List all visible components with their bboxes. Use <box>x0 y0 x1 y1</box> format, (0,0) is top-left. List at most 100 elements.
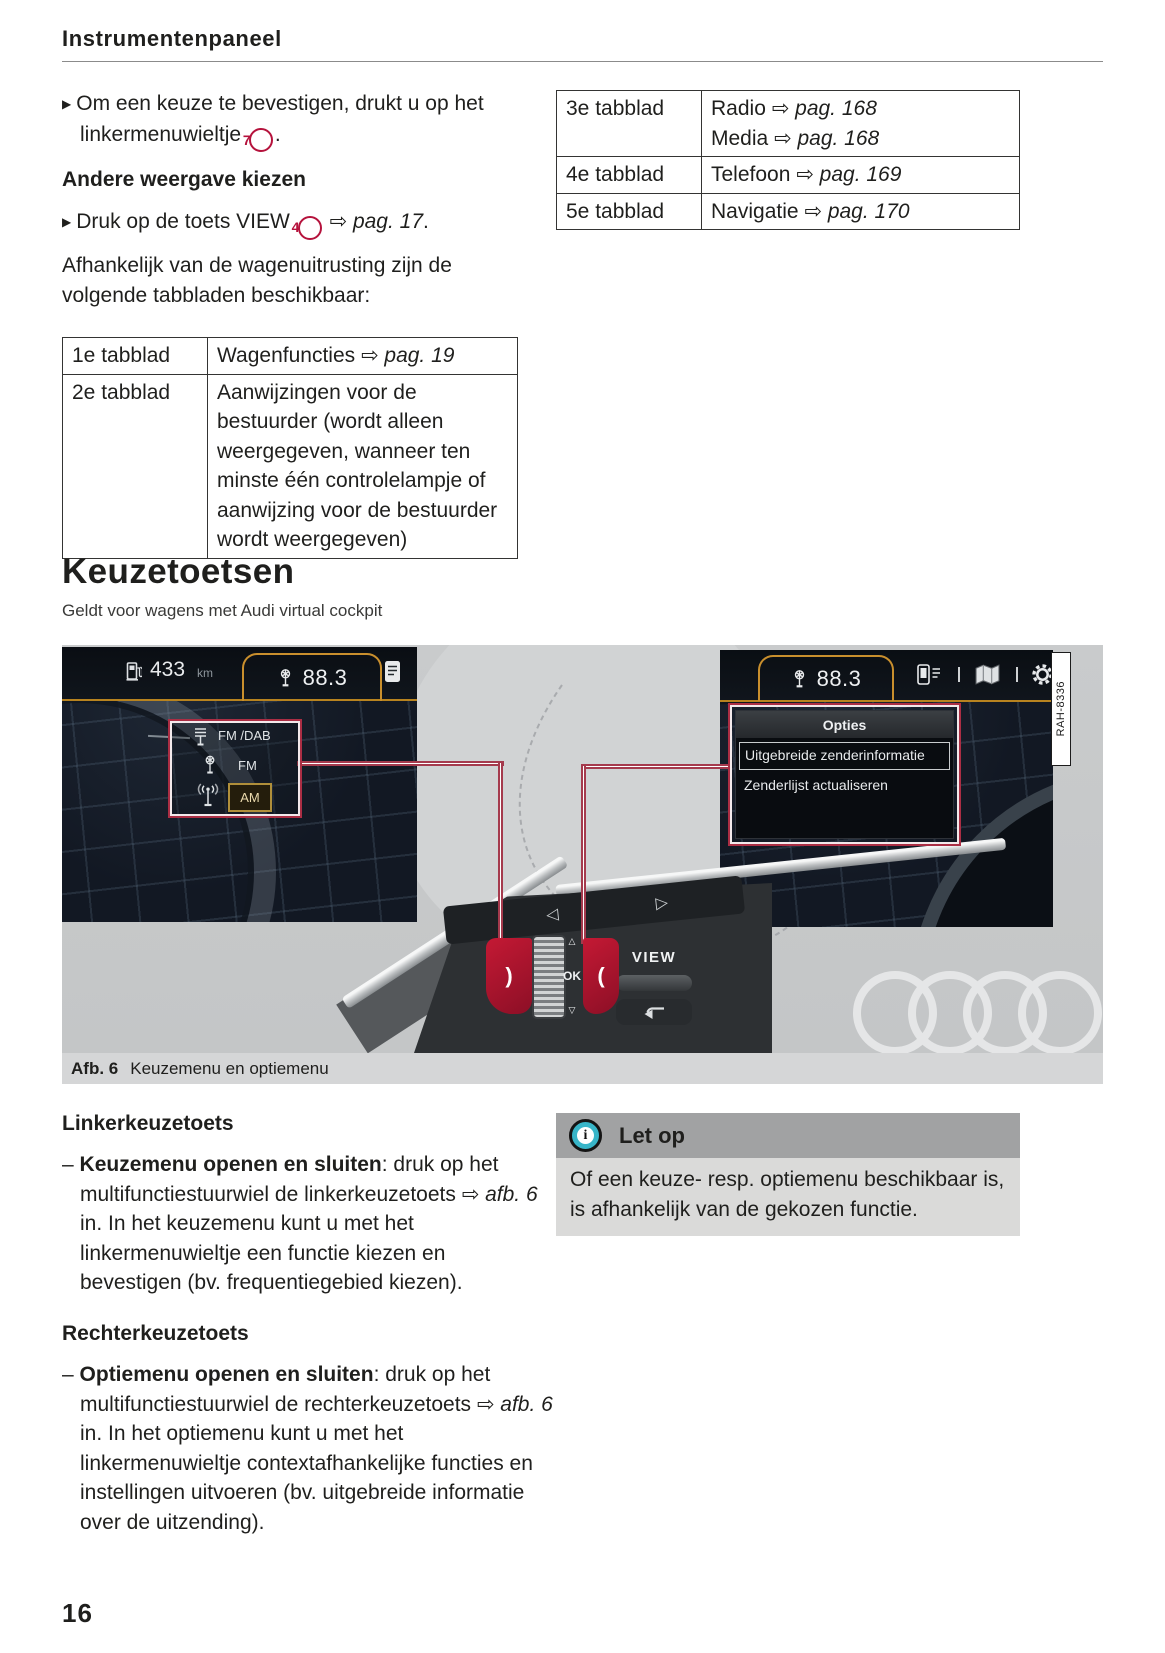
band-menu-callout: FM /DAB FM AM <box>168 719 302 818</box>
right-cluster-screen: 88.3 <box>720 650 1053 927</box>
left-menu-scroll-wheel <box>532 935 566 1019</box>
tab-content-cell: Navigatie ⇨ pag. 170 <box>701 192 1020 230</box>
paragraph-text: Om een keuze te bevestigen, drukt u op h… <box>76 92 484 146</box>
term-bold: Optiemenu openen en sluiten <box>79 1363 374 1386</box>
cell-text: Telefoon <box>711 163 797 186</box>
radio-tab-active: 88.3 <box>758 655 894 701</box>
bullet-icon: ▶ <box>62 215 72 229</box>
callout-connector <box>498 761 503 943</box>
section-subtitle: Geldt voor wagens met Audi virtual cockp… <box>62 601 383 620</box>
section-title: Keuzetoetsen <box>62 552 295 591</box>
page-title: Instrumentenpaneel <box>62 26 282 51</box>
dash-marker: – <box>62 1153 74 1176</box>
info-icon-glyph: i <box>577 1127 594 1144</box>
radio-tab-active: 88.3 <box>242 653 382 701</box>
band-option-am: AM <box>240 790 260 805</box>
tab-label-cell: 1e tabblad <box>62 337 208 375</box>
image-id-strip: RAH-8336 <box>1051 652 1071 766</box>
key-mark: ( <box>597 963 605 988</box>
map-icon <box>975 664 1000 685</box>
view-button-label: VIEW <box>631 949 677 966</box>
am-broadcast-icon <box>197 783 219 807</box>
term-bold: Keuzemenu openen en sluiten <box>79 1153 382 1176</box>
caption-label: Afb. 6 <box>71 1058 119 1078</box>
cell-line: Media ⇨ pag. 168 <box>711 124 1010 154</box>
callout-ref-4: 4 <box>292 215 322 240</box>
note-box: i Let op Of een keuze- resp. optiemenu b… <box>556 1113 1020 1236</box>
paragraph-confirm-choice: ▶ Om een keuze te bevestigen, drukt u op … <box>62 89 542 153</box>
ok-label: OK <box>563 969 581 983</box>
table-row: 2e tabblad Aanwijzingen voor de bestuurd… <box>62 373 518 559</box>
option-item-selected: Uitgebreide zenderinformatie <box>739 742 950 770</box>
tab-label-cell: 4e tabblad <box>556 156 702 194</box>
tab-label-cell: 2e tabblad <box>62 373 208 559</box>
bullet-icon: ▶ <box>62 97 72 111</box>
paragraph-view-key: ▶ Druk op de toets VIEW 4 ⇨ pag. 17. <box>62 207 550 240</box>
info-icon: i <box>569 1119 602 1152</box>
frequency-value: 88.3 <box>816 666 862 691</box>
table-row: 1e tabblad Wagenfuncties ⇨ pag. 19 <box>62 337 518 375</box>
subheading-left-key: Linkerkeuzetoets <box>62 1112 234 1135</box>
options-menu-title: Opties <box>736 711 953 738</box>
note-body: Of een keuze- resp. optiemenu beschikbaa… <box>556 1158 1020 1236</box>
callout-connector <box>581 764 586 944</box>
back-button <box>616 999 692 1025</box>
cluster-status-bar: 433 km 88.3 <box>62 647 417 701</box>
down-triangle-icon: ▽ <box>568 1005 576 1015</box>
separator <box>1016 667 1018 682</box>
paragraph-text: : druk op het multifunctiestuurwiel de r… <box>80 1363 491 1416</box>
tab-overview-table-2: 3e tabblad Radio ⇨ pag. 168 Media ⇨ pag.… <box>556 90 1020 230</box>
band-option-fmdab: FM /DAB <box>218 728 271 743</box>
dash-marker: – <box>62 1363 74 1386</box>
ok-control: △ OK ▽ <box>562 936 582 1016</box>
antenna-icon <box>205 755 215 774</box>
paragraph-text: in. In het keuzemenu kunt u met het link… <box>80 1212 463 1294</box>
cell-text: Navigatie <box>711 199 805 223</box>
band-option-am-selected: AM <box>228 783 272 812</box>
cell-line: Radio ⇨ pag. 168 <box>711 94 1010 124</box>
frequency-value: 88.3 <box>302 665 348 690</box>
paragraph-right-key: – Optiemenu openen en sluiten: druk op h… <box>62 1360 558 1537</box>
figure-reference: ⇨ afb. 6 <box>476 1392 553 1416</box>
seek-right-icon: ▷ <box>654 894 669 913</box>
callout-connector <box>297 761 504 766</box>
table-row: 4e tabblad Telefoon ⇨ pag. 169 <box>556 156 1020 194</box>
paragraph-left-key: – Keuzemenu openen en sluiten: druk op h… <box>62 1150 550 1298</box>
image-id: RAH-8336 <box>1055 681 1067 737</box>
band-option-fm: FM <box>238 758 257 773</box>
page-reference: ⇨ pag. 17 <box>329 210 424 233</box>
media-device-icon <box>917 664 940 685</box>
paragraph-tabs-intro: Afhankelijk van de wagenuitrusting zijn … <box>62 254 452 307</box>
figure-keuzemenu: 433 km 88.3 <box>62 645 1103 1053</box>
tab-content-cell: Radio ⇨ pag. 168 Media ⇨ pag. 168 <box>701 90 1020 157</box>
left-cluster-screen: 433 km 88.3 <box>62 647 417 922</box>
gear-icon <box>1032 664 1053 685</box>
page-reference: ⇨ pag. 19 <box>360 344 455 367</box>
page-reference: ⇨ pag. 168 <box>774 126 880 150</box>
table-row: 5e tabblad Navigatie ⇨ pag. 170 <box>556 192 1020 230</box>
paragraph-text: in. In het optiemenu kunt u met het link… <box>80 1422 533 1534</box>
paragraph-text: Druk op de toets VIEW <box>76 210 296 233</box>
left-selection-key: ) <box>486 938 532 1014</box>
figure-caption: Afb. 6 Keuzemenu en optiemenu <box>62 1053 1103 1084</box>
option-item: Zenderlijst actualiseren <box>744 777 888 793</box>
figure-reference: ⇨ afb. 6 <box>461 1182 538 1206</box>
page-reference: ⇨ pag. 170 <box>804 199 910 223</box>
tab-label-cell: 5e tabblad <box>556 192 702 230</box>
page-number: 16 <box>62 1598 93 1628</box>
fuel-pump-icon <box>126 662 142 681</box>
paragraph-text: : druk op het multifunctiestuurwiel de l… <box>80 1153 499 1206</box>
separator <box>958 667 960 682</box>
note-title: Let op <box>619 1122 685 1148</box>
paragraph-text: . <box>423 210 429 233</box>
subheading-right-key: Rechterkeuzetoets <box>62 1322 249 1345</box>
note-header: i Let op <box>556 1113 1020 1158</box>
dab-icon <box>195 728 206 746</box>
table-row: 3e tabblad Radio ⇨ pag. 168 Media ⇨ pag.… <box>556 90 1020 157</box>
tab-content-cell: Wagenfuncties ⇨ pag. 19 <box>207 337 518 375</box>
back-arrow-icon <box>644 1006 664 1019</box>
cluster-status-bar: 88.3 <box>720 650 1053 702</box>
tab-content-cell: Telefoon ⇨ pag. 169 <box>701 156 1020 194</box>
antenna-icon <box>794 670 804 688</box>
